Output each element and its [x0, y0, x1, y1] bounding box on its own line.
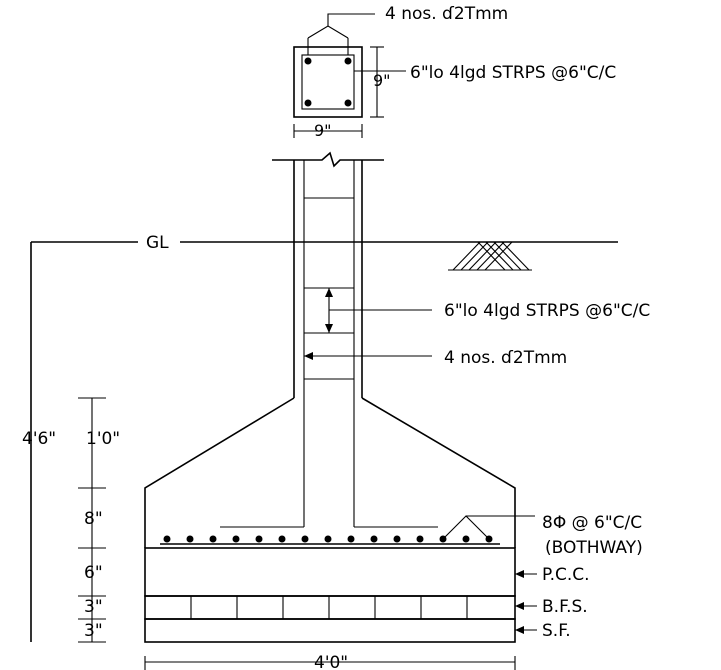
break-line: [272, 151, 384, 168]
main-bar-dot: [304, 99, 312, 107]
pcc-label: P.C.C.: [542, 565, 590, 585]
column-cross-section: 4 nos. ɗ2Tmm 9" 6"lo 4lgd STRPS @6"C/C 9…: [293, 4, 616, 140]
section-side-dimension: 9": [373, 71, 391, 90]
depth-dimension-chain: 4'6" 1'0" 8" 6" 3" 3": [22, 397, 120, 643]
section-width-dimension: 9": [314, 121, 332, 140]
ground-level-label: GL: [146, 233, 169, 253]
pcc-layer: P.C.C.: [144, 547, 590, 597]
mesh-bothway-label: (BOTHWAY): [545, 538, 643, 558]
mesh-bar-dots: [163, 535, 493, 543]
footing: 8Φ @ 6"C/C (BOTHWAY): [144, 386, 643, 558]
depth-segment-label: 1'0": [86, 429, 120, 449]
soil-hatch-symbol: [448, 241, 532, 271]
depth-segment-label: 8": [84, 509, 103, 529]
ground-level: GL: [30, 233, 618, 642]
main-bar-dot: [344, 57, 352, 65]
bfs-label: B.F.S.: [542, 597, 588, 617]
sf-label: S.F.: [542, 621, 571, 641]
depth-segment-label: 3": [84, 621, 103, 641]
main-bars-leader: [307, 25, 349, 39]
mesh-label: 8Φ @ 6"C/C: [542, 513, 642, 533]
section-stirrups-label: 6"lo 4lgd STRPS @6"C/C: [410, 63, 616, 83]
column-section-stirrup: [301, 54, 355, 110]
main-bar-dot: [304, 57, 312, 65]
footing-outline: [144, 397, 295, 548]
base-width-dimension: 4'0": [144, 653, 516, 670]
column-elevation: 6"lo 4lgd STRPS @6"C/C 4 nos. ɗ2Tmm: [272, 151, 650, 398]
column-section-outline: [293, 46, 363, 118]
elevation-main-bars-label: 4 nos. ɗ2Tmm: [444, 348, 567, 368]
elevation-stirrups-label: 6"lo 4lgd STRPS @6"C/C: [444, 301, 650, 321]
main-bar-dot: [344, 99, 352, 107]
sf-layer: S.F.: [144, 618, 571, 643]
bfs-layer: B.F.S.: [144, 595, 588, 620]
depth-segment-label: 6": [84, 563, 103, 583]
section-main-bars-label: 4 nos. ɗ2Tmm: [385, 4, 508, 24]
base-width-label: 4'0": [314, 653, 348, 670]
depth-segment-label: 3": [84, 597, 103, 617]
depth-total-label: 4'6": [22, 429, 56, 449]
